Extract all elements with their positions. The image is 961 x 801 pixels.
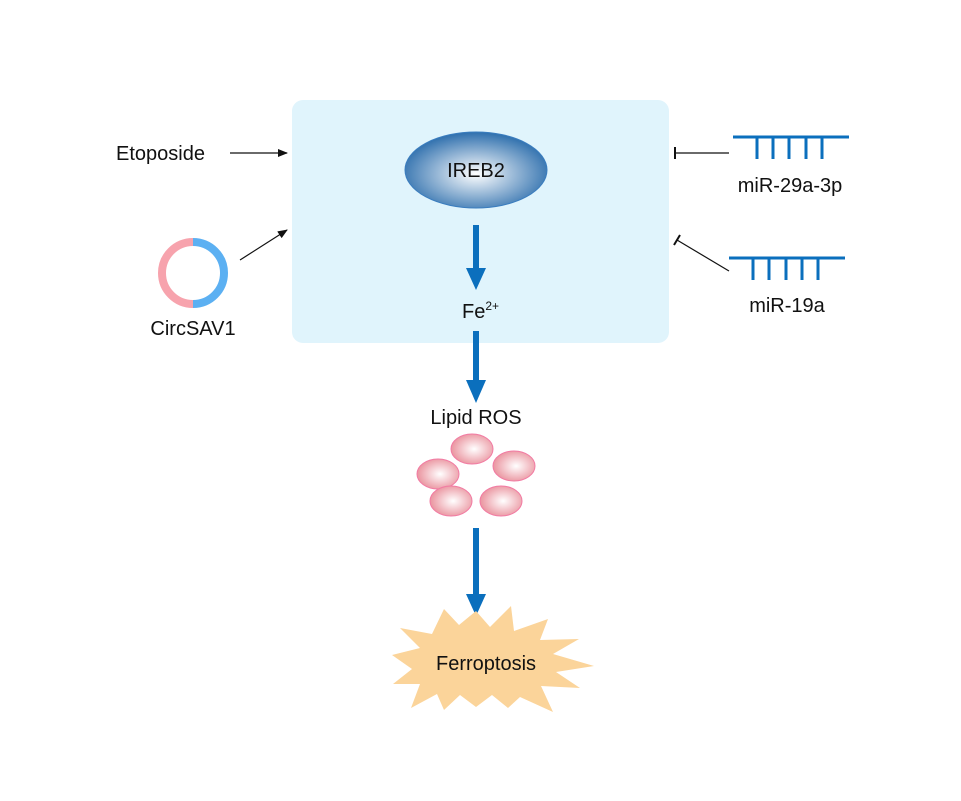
cell-compartment-box bbox=[292, 100, 669, 343]
ireb2-label: IREB2 bbox=[447, 160, 505, 182]
mir-29a-3p-icon bbox=[733, 135, 849, 159]
fe2-label: Fe2+ bbox=[462, 299, 499, 323]
fe-to-lipid-ros-arrow bbox=[466, 331, 486, 403]
lipid-particle bbox=[479, 485, 523, 517]
lipid-particle bbox=[450, 433, 494, 465]
circsav1-circular-rna-icon bbox=[158, 238, 228, 308]
lipid-ros-particles bbox=[416, 433, 536, 517]
ferroptosis-starburst bbox=[392, 606, 594, 712]
mir-19a-inhibition-line bbox=[673, 234, 730, 272]
lipid-particle bbox=[429, 485, 473, 517]
lipid-particle bbox=[492, 450, 536, 482]
circsav1-activation-arrow bbox=[239, 229, 288, 261]
ireb2-to-fe-arrow bbox=[466, 225, 486, 290]
fe-charge-superscript: 2+ bbox=[485, 299, 499, 313]
lipid-ros-label: Lipid ROS bbox=[430, 407, 521, 429]
mir-19a-label: miR-19a bbox=[749, 295, 825, 317]
ireb2-node bbox=[404, 131, 548, 209]
etoposide-label: Etoposide bbox=[116, 143, 205, 165]
mir-29a-3p-label: miR-29a-3p bbox=[738, 175, 842, 197]
mir-19a-icon bbox=[729, 256, 845, 280]
lipid-ros-to-ferroptosis-arrow bbox=[466, 528, 486, 616]
mir-29a-3p-inhibition-line bbox=[674, 147, 729, 159]
lipid-particle bbox=[416, 458, 460, 490]
ferroptosis-label: Ferroptosis bbox=[436, 653, 536, 675]
fe-symbol: Fe bbox=[462, 301, 485, 323]
circsav1-label: CircSAV1 bbox=[150, 318, 235, 340]
